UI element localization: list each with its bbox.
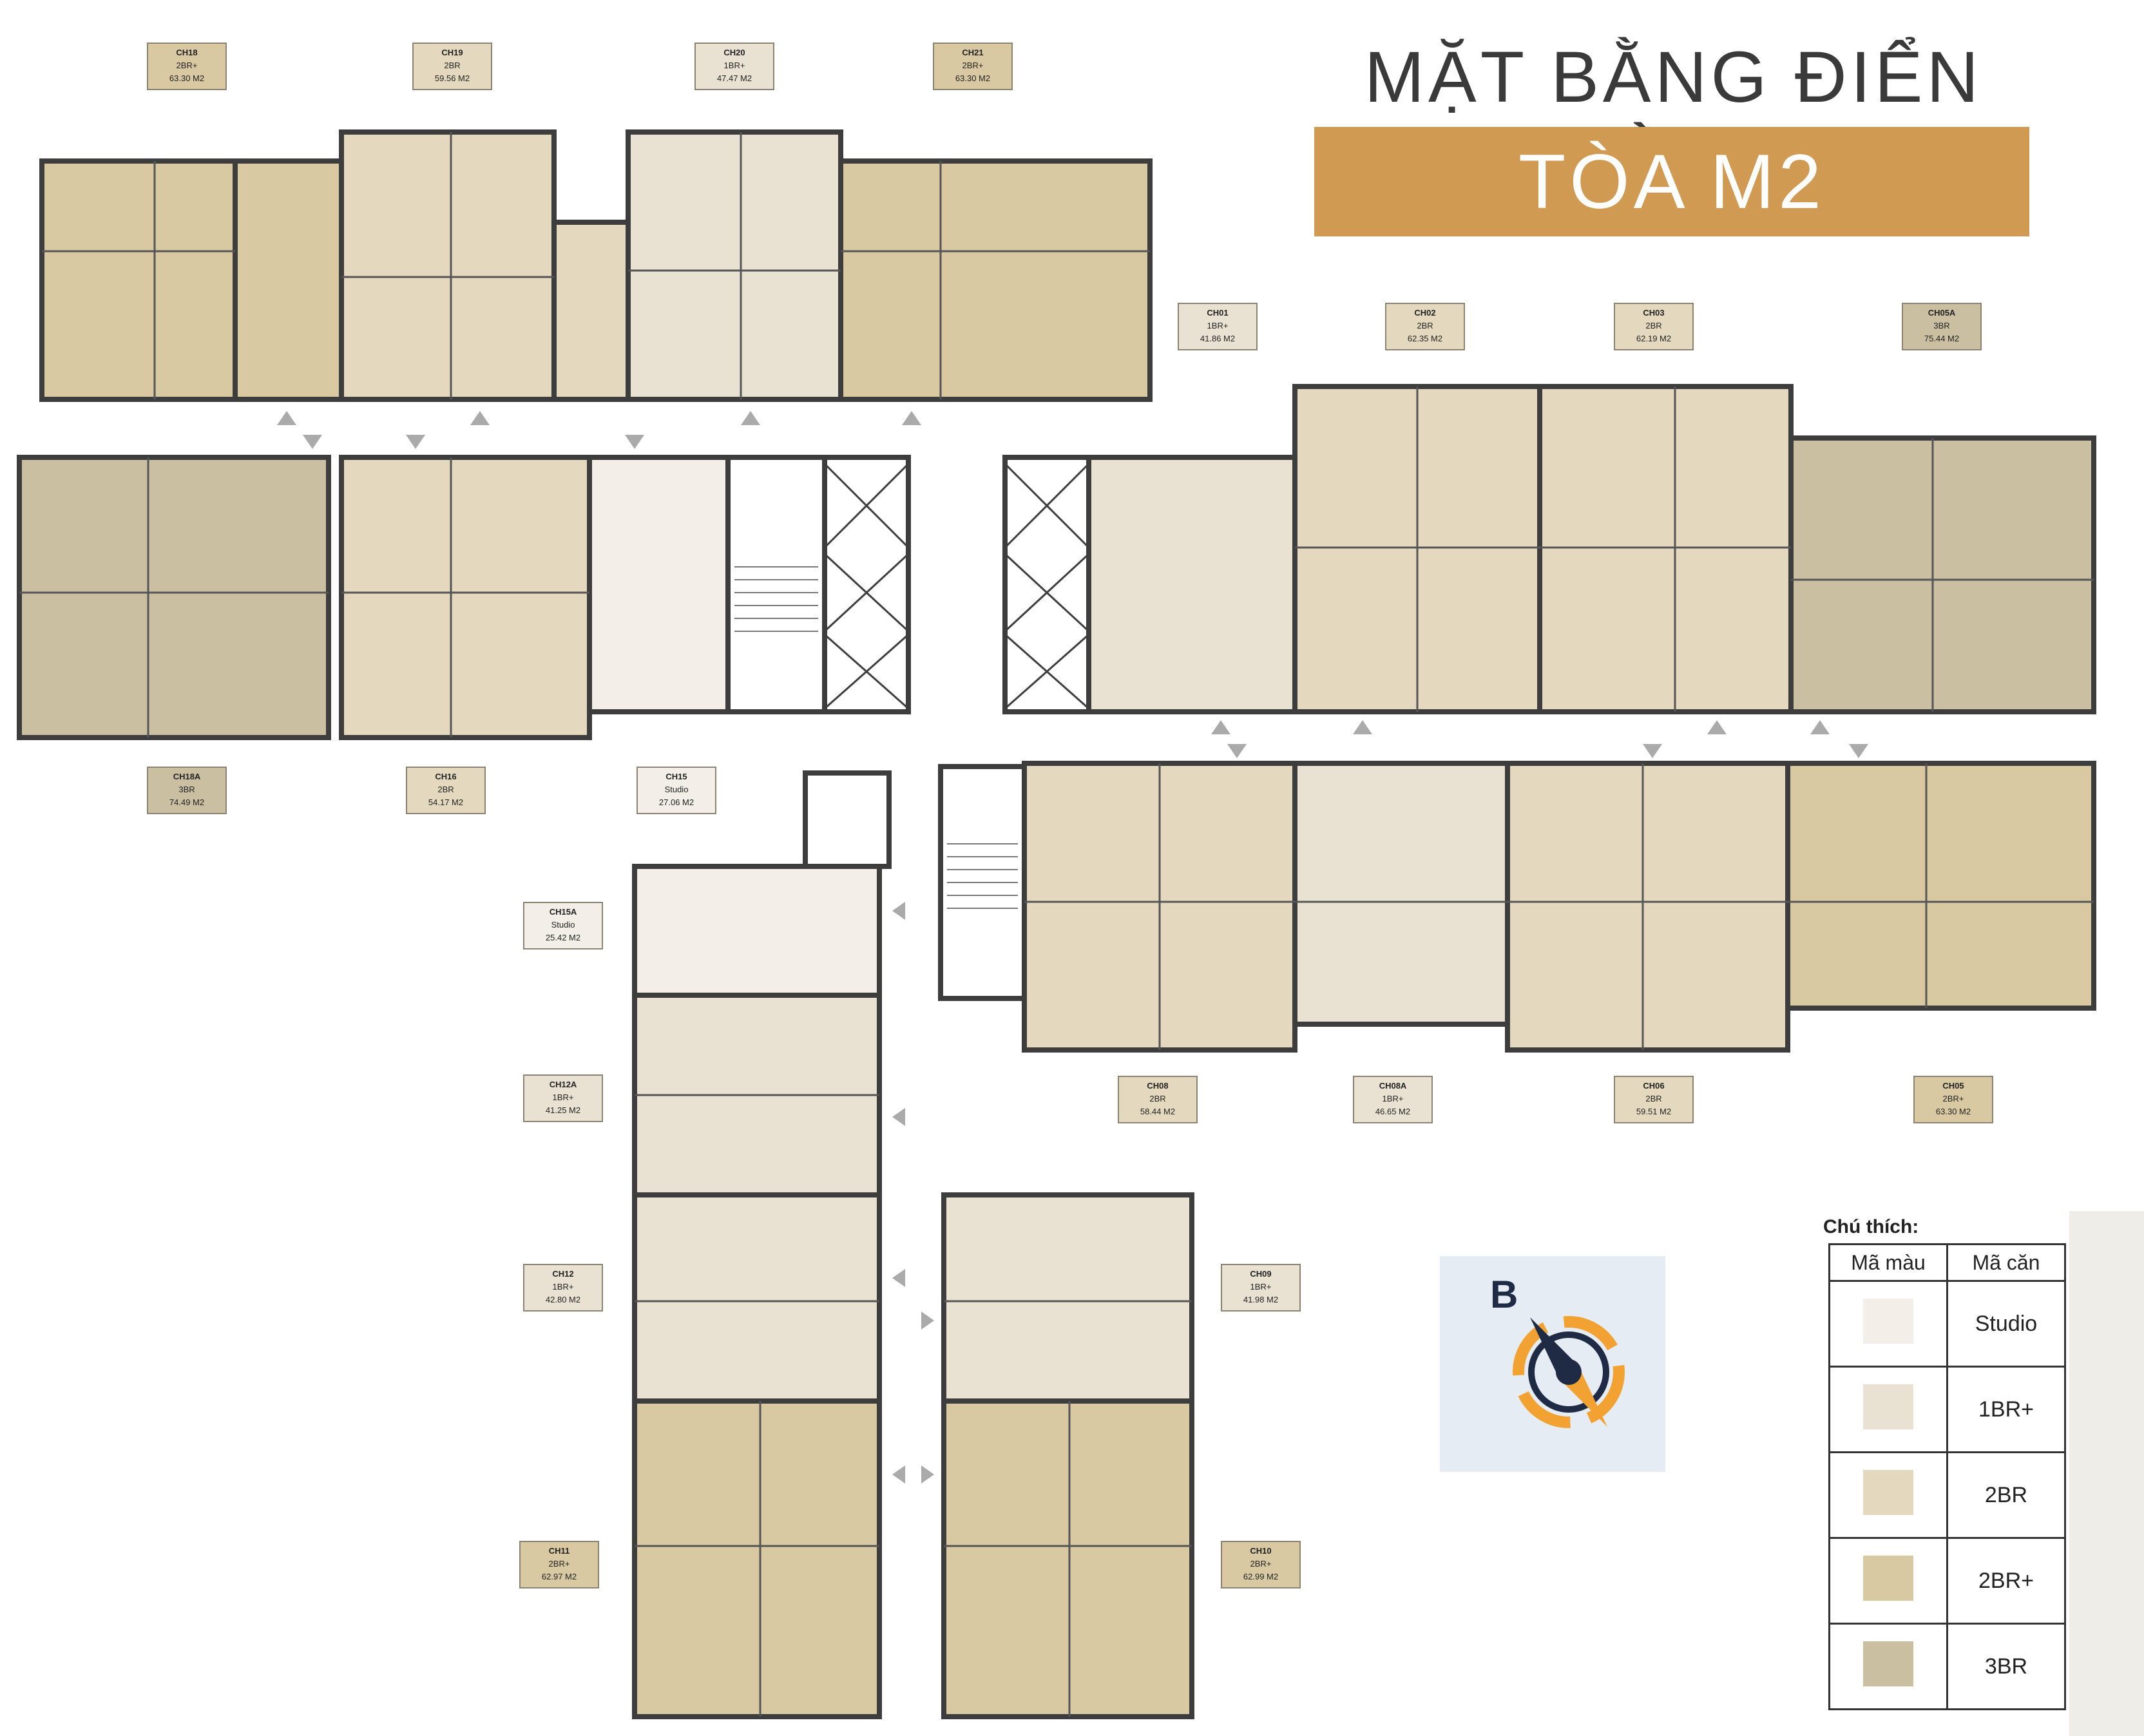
unit-ch08a	[1292, 761, 1510, 1027]
service-core	[803, 770, 892, 869]
unit-ch15a	[632, 864, 882, 998]
legend-label: 1BR+	[1946, 1366, 2066, 1453]
unit-ch18	[39, 158, 238, 402]
legend-table: Mã màu Mã căn Studio 1BR+ 2BR 2BR+ 3BR	[1828, 1243, 2066, 1710]
legend-swatch	[1828, 1623, 1948, 1710]
legend-title: Chú thích:	[1823, 1216, 1919, 1237]
unit-ch18-wing	[233, 158, 344, 402]
unit-ch18a	[17, 455, 331, 740]
legend-label: 2BR	[1946, 1451, 2066, 1539]
unit-ch16	[339, 455, 592, 740]
unit-ch19	[339, 129, 557, 402]
unit-ch06	[1505, 761, 1790, 1053]
unit-ch01	[1086, 455, 1297, 714]
legend-col-type: Mã căn	[1946, 1243, 2066, 1282]
legend-col-color: Mã màu	[1828, 1243, 1948, 1282]
legend-swatch	[1828, 1451, 1948, 1539]
unit-ch11	[632, 1398, 882, 1719]
stair-core	[725, 455, 827, 714]
unit-ch05a	[1788, 435, 2096, 714]
unit-ch10	[941, 1398, 1194, 1719]
legend-label: 2BR+	[1946, 1537, 2066, 1625]
unit-ch03	[1537, 384, 1794, 714]
unit-ch09	[941, 1192, 1194, 1404]
compass-panel: B	[1440, 1256, 1665, 1472]
unit-ch21	[838, 158, 1153, 402]
unit-ch12	[632, 1192, 882, 1404]
unit-ch05	[1785, 761, 2096, 1011]
legend-swatch	[1828, 1366, 1948, 1453]
legend-label: 3BR	[1946, 1623, 2066, 1710]
building-banner: TÒA M2	[1314, 127, 2029, 236]
elevator-core	[822, 455, 911, 714]
compass-letter: B	[1490, 1273, 1518, 1316]
legend-swatch	[1828, 1537, 1948, 1625]
legend-swatch	[1828, 1280, 1948, 1368]
unit-ch20	[626, 129, 843, 402]
unit-ch15	[587, 455, 731, 714]
elevator-core-right	[1002, 455, 1091, 714]
decor-strip	[2069, 1211, 2144, 1736]
legend-label: Studio	[1946, 1280, 2066, 1368]
unit-ch19-wing	[551, 220, 631, 402]
compass-icon	[1513, 1316, 1625, 1428]
